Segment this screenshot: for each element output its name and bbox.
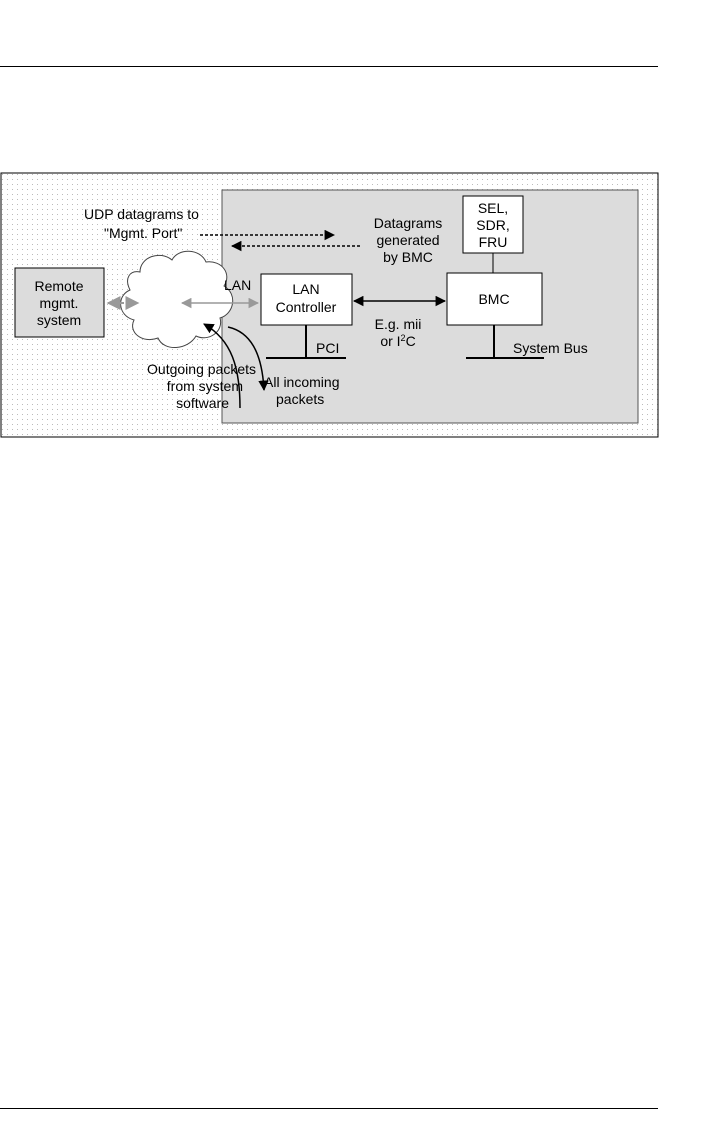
udp-label-2: "Mgmt. Port": [104, 225, 182, 241]
lan-label: LAN: [224, 277, 251, 293]
bottom-rule: [0, 1108, 658, 1109]
mii-label-2: or I2C: [380, 333, 415, 349]
datagrams-label-3: by BMC: [383, 249, 433, 265]
system-diagram: Remote mgmt. system LAN Controller BMC S…: [0, 172, 659, 438]
incoming-curve-arrow: [227, 326, 269, 392]
top-rule: [0, 66, 658, 67]
datagrams-label-1: Datagrams: [374, 215, 442, 231]
remote-label-1: Remote: [34, 278, 83, 294]
sel-label: SEL,: [478, 200, 508, 216]
pci-label: PCI: [316, 340, 339, 356]
outgoing-label-3: software: [176, 395, 229, 411]
remote-label-3: system: [37, 312, 81, 328]
lan-controller-label-2: Controller: [276, 299, 337, 315]
outgoing-label-2: from system: [167, 378, 243, 394]
outgoing-label-1: Outgoing packets: [147, 361, 256, 377]
system-bus-label: System Bus: [513, 340, 588, 356]
bmc-label: BMC: [478, 291, 509, 307]
udp-label-1: UDP datagrams to: [84, 206, 199, 222]
fru-label: FRU: [479, 234, 508, 250]
datagrams-label-2: generated: [376, 232, 439, 248]
incoming-label-2: packets: [276, 391, 324, 407]
mii-label-1: E.g. mii: [375, 316, 422, 332]
remote-label-2: mgmt.: [40, 295, 79, 311]
incoming-label-1: All incoming: [264, 374, 339, 390]
sdr-label: SDR,: [476, 217, 509, 233]
lan-controller-label-1: LAN: [292, 281, 319, 297]
outgoing-curve-arrow: [203, 323, 241, 409]
remote-mgmt-system-box: [14, 267, 105, 338]
